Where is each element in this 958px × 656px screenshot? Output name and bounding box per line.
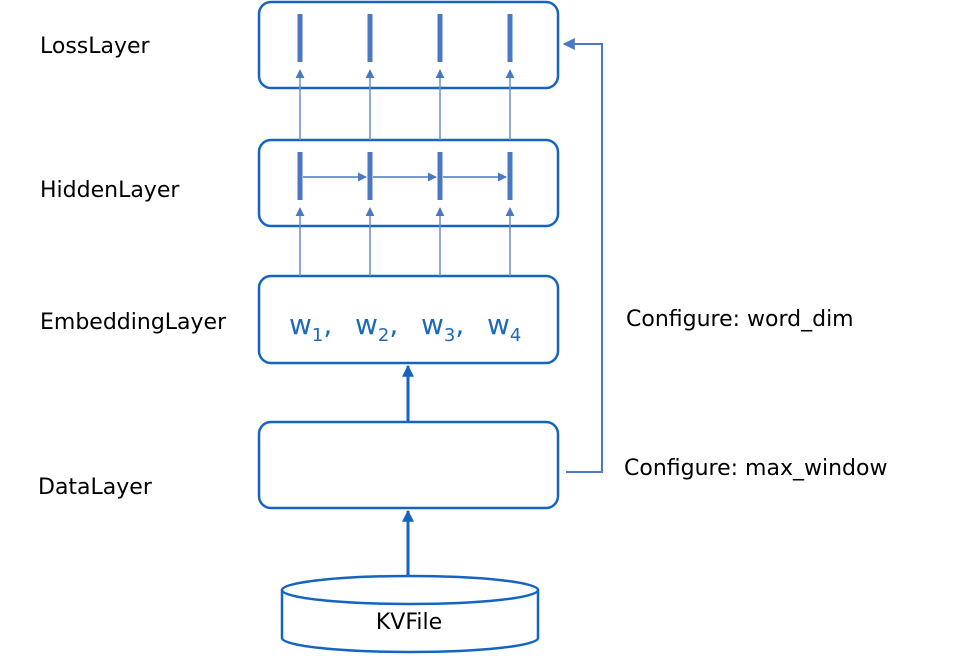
word-3-separator: , bbox=[455, 308, 464, 341]
word-1: w bbox=[289, 308, 312, 341]
embedding-to-hidden-arrows bbox=[295, 207, 515, 276]
config-connector-arrow bbox=[562, 38, 603, 473]
word-4-subscript: 4 bbox=[510, 325, 521, 346]
kvfile-label: KVFile bbox=[376, 610, 442, 635]
embedding-words: w1, w2, w3, w4 bbox=[289, 308, 521, 346]
loss-layer-label: LossLayer bbox=[40, 34, 151, 59]
hidden-layer-box bbox=[257, 138, 560, 228]
word-4: w bbox=[487, 308, 510, 341]
embedding-layer-box bbox=[257, 274, 560, 365]
word-3-subscript: 3 bbox=[444, 325, 455, 346]
word-3: w bbox=[421, 308, 444, 341]
word-2-subscript: 2 bbox=[378, 325, 389, 346]
kvfile-cylinder-top bbox=[280, 574, 540, 606]
data-layer-box bbox=[257, 420, 560, 510]
kvfile-database-icon: KVFile bbox=[280, 574, 540, 654]
hidden-layer-label: HiddenLayer bbox=[40, 178, 180, 203]
data-layer-label: DataLayer bbox=[38, 475, 153, 500]
word-1-subscript: 1 bbox=[312, 325, 323, 346]
loss-layer-box bbox=[257, 0, 560, 90]
word-1-separator: , bbox=[323, 308, 332, 341]
loss-units bbox=[297, 14, 513, 62]
config-max-window-label: Configure: max_window bbox=[624, 456, 887, 481]
hidden-to-loss-arrows bbox=[295, 69, 515, 140]
kvfile-cylinder-body bbox=[280, 590, 540, 654]
word-2-separator: , bbox=[389, 308, 398, 341]
config-word-dim-label: Configure: word_dim bbox=[626, 307, 854, 332]
word-2: w bbox=[355, 308, 378, 341]
hidden-units bbox=[297, 152, 513, 200]
embedding-layer-label: EmbeddingLayer bbox=[40, 310, 227, 335]
